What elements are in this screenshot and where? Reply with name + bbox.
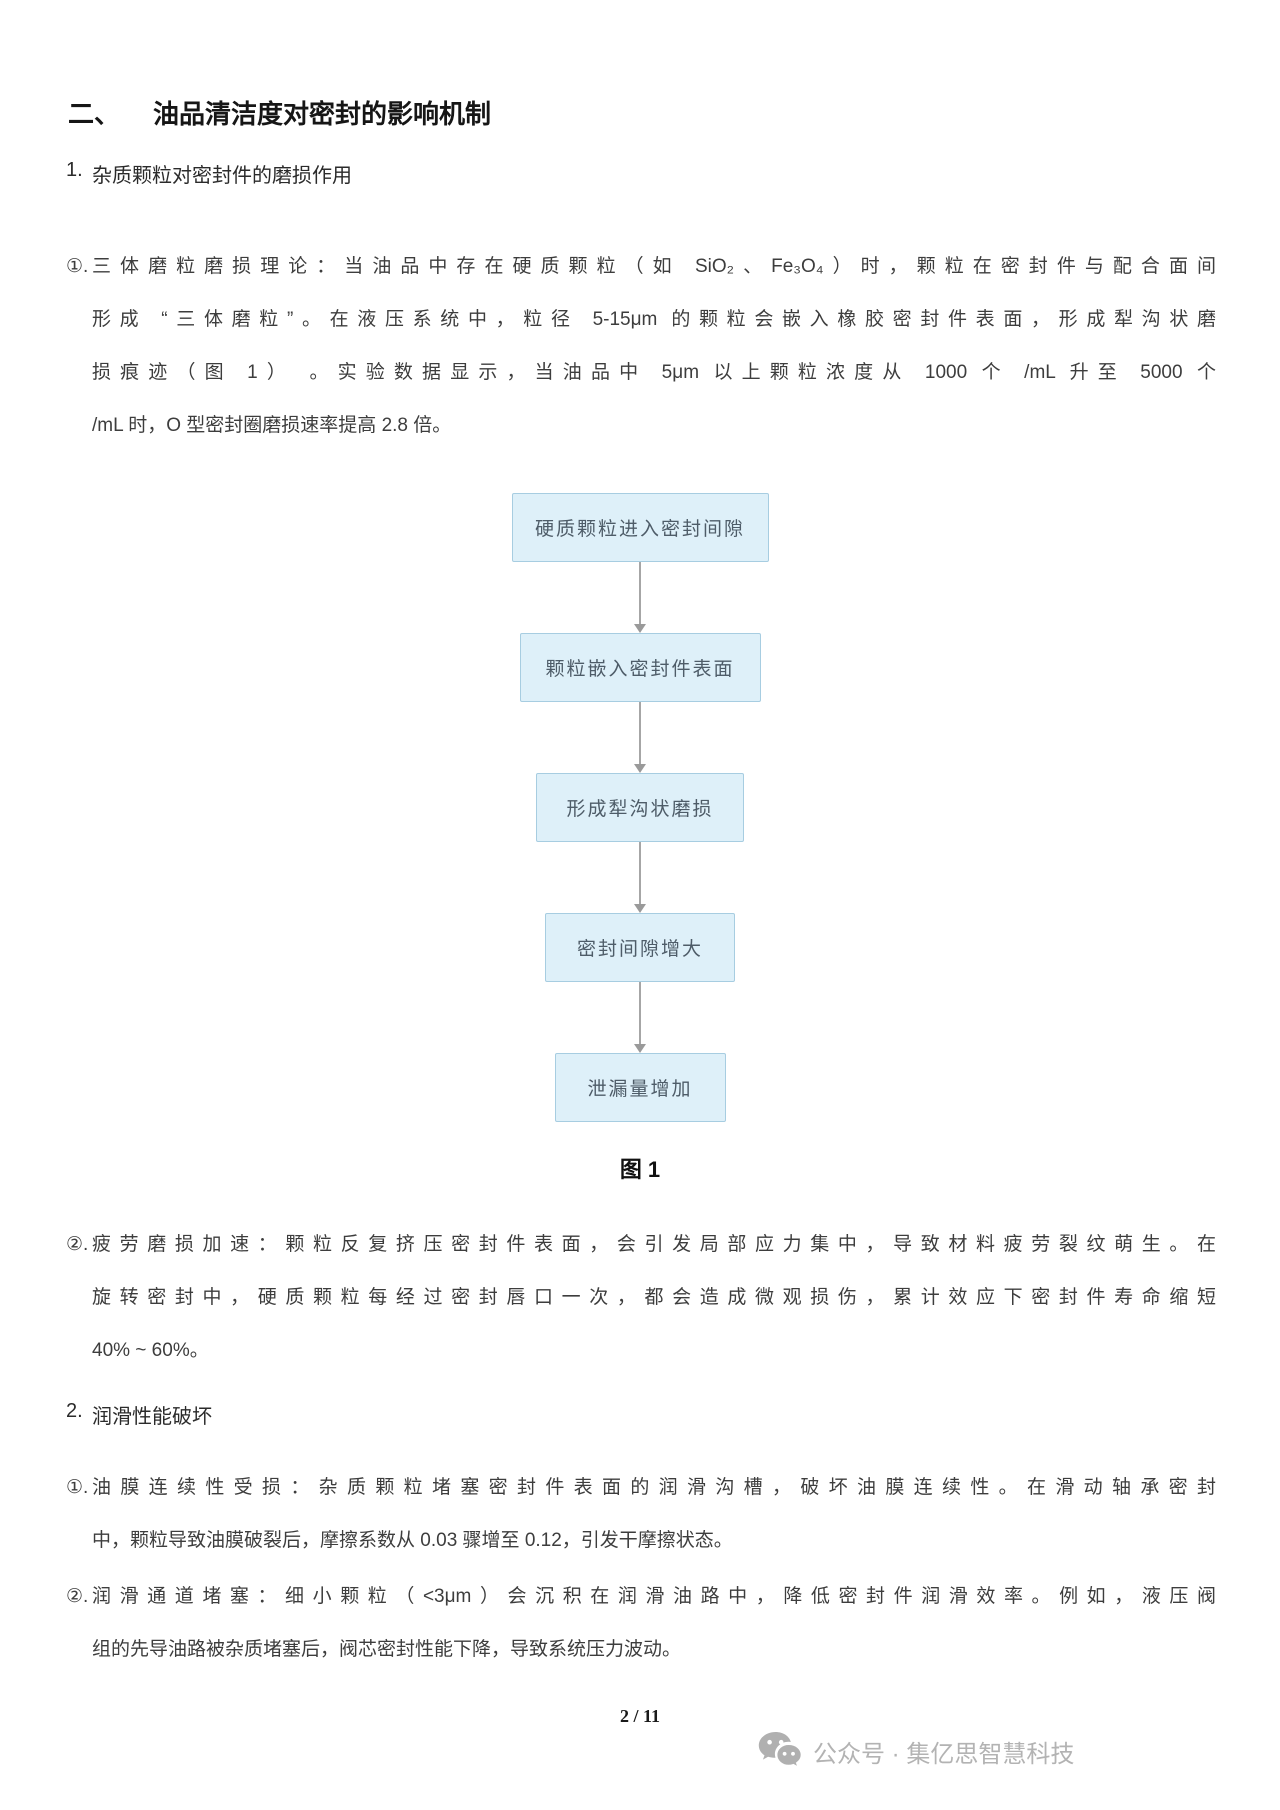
arrow-down-icon (634, 982, 646, 1053)
paragraph-oil-film: ①. 油膜连续性受损：杂质颗粒堵塞密封件表面的润滑沟槽，破坏油膜连续性。在滑动轴… (66, 1461, 1216, 1567)
doc-heading-numeral: 二、 (68, 99, 121, 129)
paragraph-line: 三体磨粒磨损理论：当油品中存在硬质颗粒（如 SiO₂、Fe₃O₄）时，颗粒在密封… (92, 256, 1216, 277)
paragraph-line: 润滑通道堵塞：细小颗粒（<3μm）会沉积在润滑油路中，降低密封件润滑效率。例如，… (92, 1586, 1216, 1607)
section-2-number: 2. (66, 1400, 83, 1422)
section-1-number: 1. (66, 159, 83, 181)
paragraph-marker: ①. (66, 256, 89, 277)
paragraph-line: 形成 “三体磨粒”。在液压系统中，粒径 5-15μm 的颗粒会嵌入橡胶密封件表面… (92, 309, 1216, 330)
page-number: 2 / 11 (619, 1706, 660, 1726)
footer-watermark: 公众号 · 集亿思智慧科技 (758, 1731, 1074, 1772)
flowchart-box-2: 颗粒嵌入密封件表面 (519, 633, 761, 702)
doc-heading-title: 油品清洁度对密封的影响机制 (153, 99, 492, 129)
paragraph-marker: ②. (66, 1586, 89, 1607)
flowchart-box-4: 密封间隙增大 (545, 913, 735, 982)
section-2-heading: 2. 润滑性能破坏 (66, 1400, 212, 1429)
flowchart-box-1: 硬质颗粒进入密封间隙 (511, 493, 769, 562)
paragraph-fatigue-wear: ②. 疲劳磨损加速：颗粒反复挤压密封件表面，会引发局部应力集中，导致材料疲劳裂纹… (66, 1218, 1216, 1377)
paragraph-line: 中，颗粒导致油膜破裂后，摩擦系数从 0.03 骤增至 0.12，引发干摩擦状态。 (92, 1530, 733, 1551)
wechat-icon (758, 1732, 803, 1770)
flowchart-box-3: 形成犁沟状磨损 (536, 773, 744, 842)
paragraph-marker: ②. (66, 1234, 89, 1255)
paragraph-line: 油膜连续性受损：杂质颗粒堵塞密封件表面的润滑沟槽，破坏油膜连续性。在滑动轴承密封 (92, 1477, 1216, 1498)
arrow-down-icon (634, 842, 646, 913)
paragraph-line: 损痕迹（图 1） 。实验数据显示，当油品中 5μm 以上颗粒浓度从 1000 个… (92, 362, 1216, 383)
figure-caption: 图 1 (619, 1157, 661, 1182)
section-2-title: 润滑性能破坏 (92, 1406, 212, 1428)
paragraph-line: /mL 时，O 型密封圈磨损速率提高 2.8 倍。 (92, 415, 452, 436)
flowchart-figure-1: 硬质颗粒进入密封间隙 颗粒嵌入密封件表面 形成犁沟状磨损 密封间隙增大 泄漏量增… (0, 493, 1280, 1122)
paragraph-line: 40% ~ 60%。 (92, 1340, 209, 1361)
arrow-down-icon (634, 562, 646, 633)
paragraph-line: 疲劳磨损加速：颗粒反复挤压密封件表面，会引发局部应力集中，导致材料疲劳裂纹萌生。… (92, 1234, 1216, 1255)
doc-heading: 二、 油品清洁度对密封的影响机制 (68, 94, 491, 131)
paragraph-channel-blockage: ②. 润滑通道堵塞：细小颗粒（<3μm）会沉积在润滑油路中，降低密封件润滑效率。… (66, 1570, 1216, 1676)
paragraph-line: 旋转密封中，硬质颗粒每经过密封唇口一次，都会造成微观损伤，累计效应下密封件寿命缩… (92, 1287, 1216, 1308)
paragraph-abrasion-theory: ①. 三体磨粒磨损理论：当油品中存在硬质颗粒（如 SiO₂、Fe₃O₄）时，颗粒… (66, 240, 1216, 452)
arrow-down-icon (634, 702, 646, 773)
footer-watermark-label: 公众号 · 集亿思智慧科技 (813, 1741, 1075, 1768)
section-1-heading: 1. 杂质颗粒对密封件的磨损作用 (66, 159, 352, 188)
paragraph-marker: ①. (66, 1477, 89, 1498)
section-1-title: 杂质颗粒对密封件的磨损作用 (92, 165, 352, 187)
flowchart-box-5: 泄漏量增加 (554, 1053, 726, 1122)
paragraph-line: 组的先导油路被杂质堵塞后，阀芯密封性能下降，导致系统压力波动。 (92, 1639, 682, 1660)
